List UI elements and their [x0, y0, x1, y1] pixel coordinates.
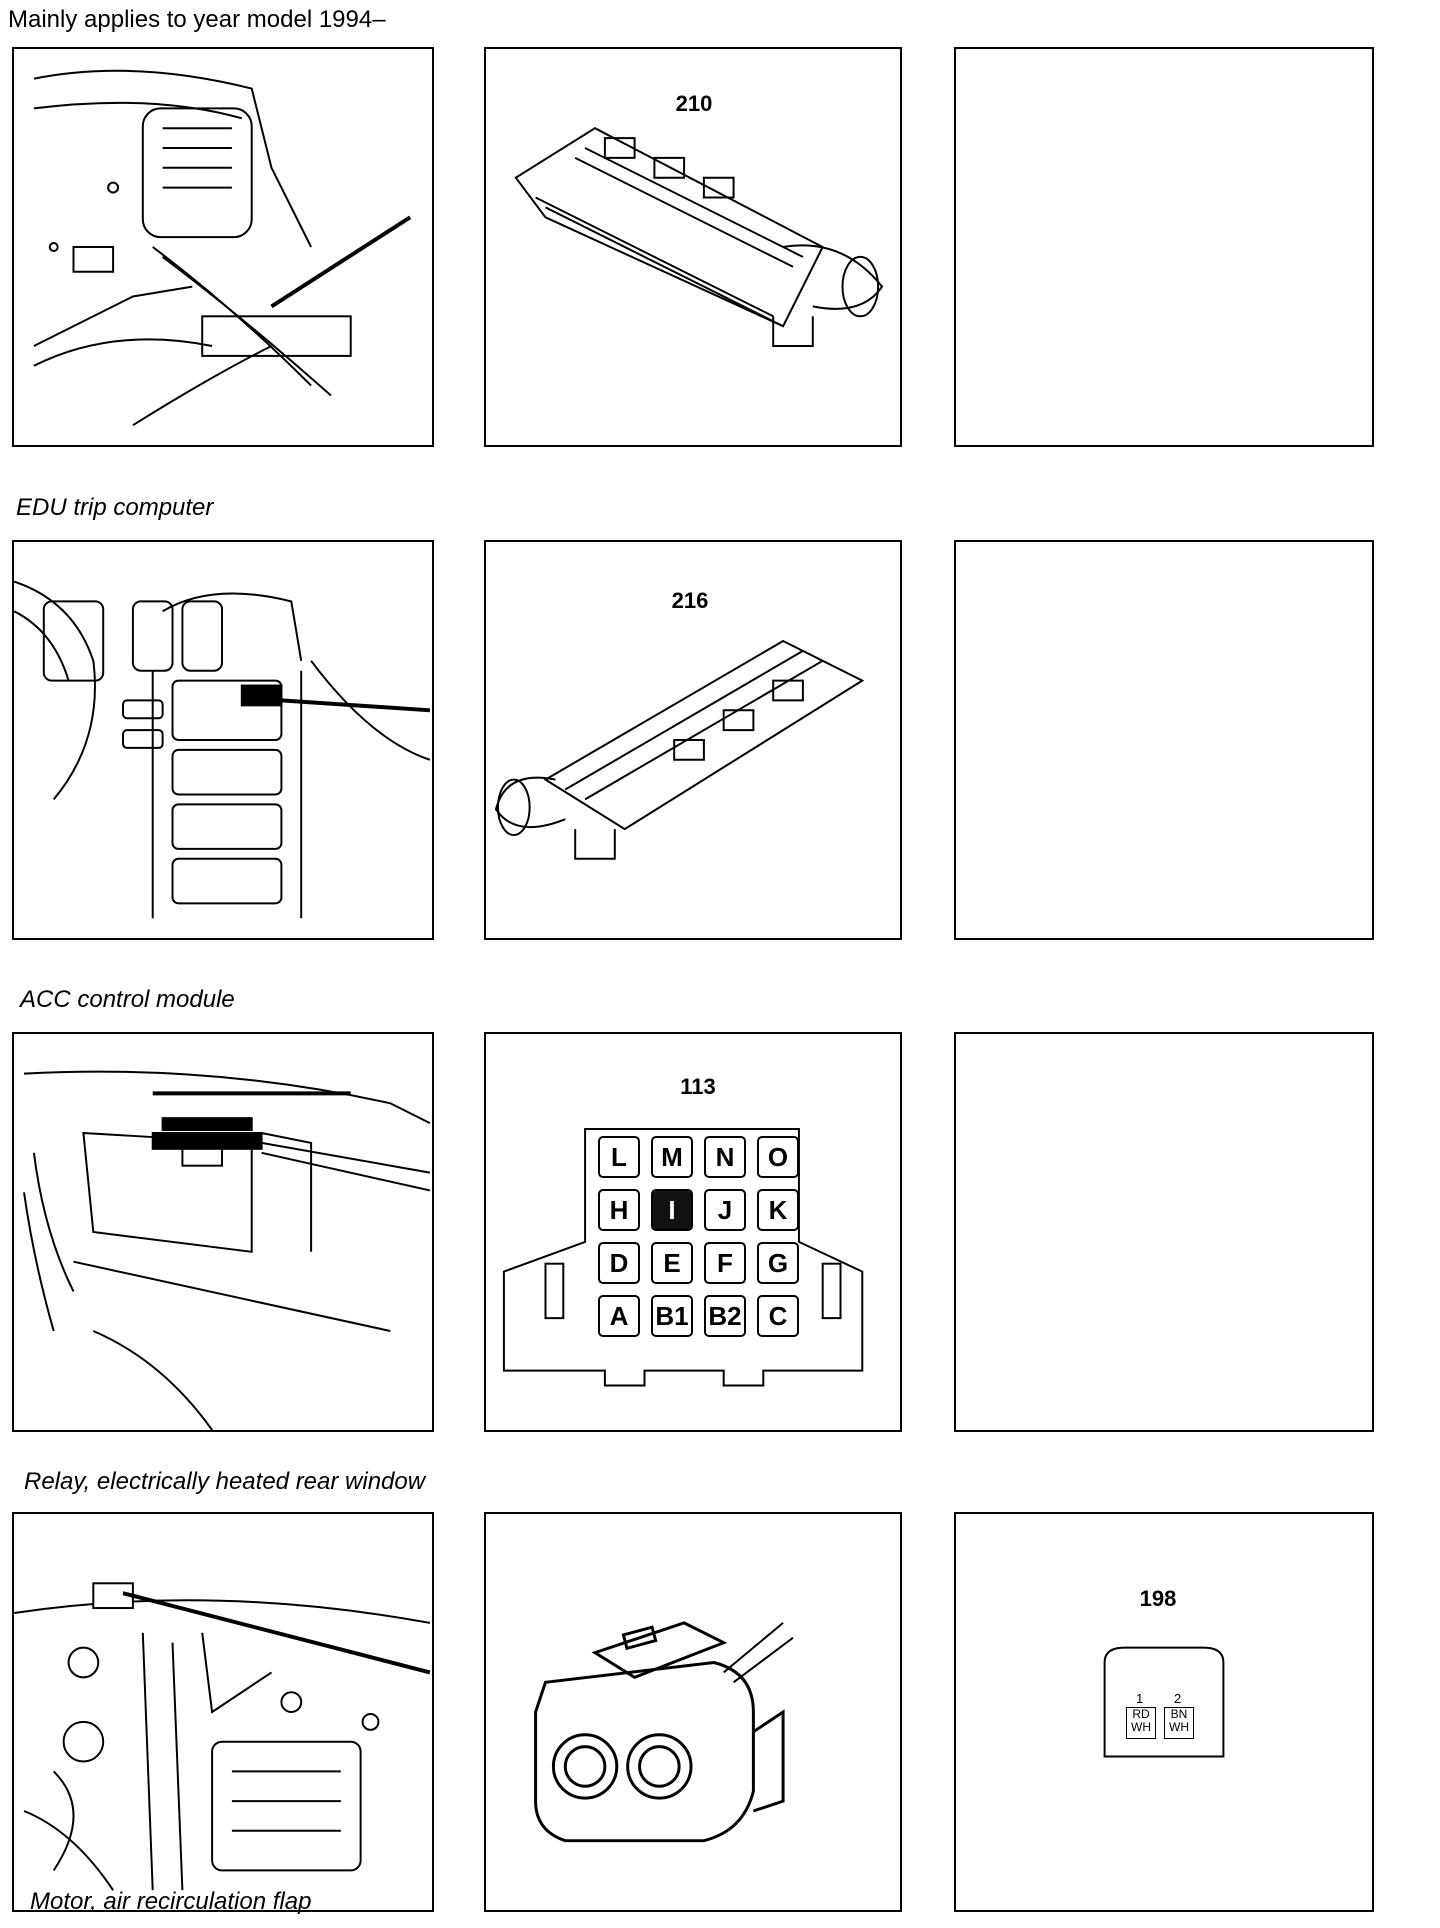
pin-h: H — [598, 1189, 640, 1231]
pin-k: K — [757, 1189, 799, 1231]
rear-window-relay-drawing — [14, 1582, 431, 1891]
pin-g: G — [757, 1242, 799, 1284]
pin-1-wire-colors: RD WH — [1126, 1707, 1156, 1739]
pin-a: A — [598, 1295, 640, 1337]
connector-panel-4 — [484, 1512, 902, 1912]
pin-d: D — [598, 1242, 640, 1284]
section-caption-4: Relay, electrically heated rear window — [24, 1468, 426, 1495]
location-illustration-3 — [12, 1032, 434, 1432]
connector-number-198: 198 — [1139, 1586, 1177, 1611]
pin-o: O — [757, 1136, 799, 1178]
blank-panel-3 — [954, 1032, 1374, 1432]
edu-dashboard-drawing — [14, 580, 431, 919]
pin-2-wire-colors: BN WH — [1164, 1707, 1194, 1739]
pin-j: J — [704, 1189, 746, 1231]
pin-l: L — [598, 1136, 640, 1178]
section-caption-3: ACC control module — [20, 986, 235, 1013]
connector-216-drawing — [494, 639, 865, 860]
pin-f: F — [704, 1242, 746, 1284]
connector-198-housing — [1103, 1646, 1225, 1758]
pin-b2: B2 — [704, 1295, 746, 1337]
section-caption-5: Motor, air recirculation flap — [30, 1888, 312, 1915]
connector-210-drawing — [514, 127, 884, 347]
connector-panel-1: 210 — [484, 47, 902, 447]
connector-number-210: 210 — [675, 91, 713, 116]
two-pin-connector-drawing — [534, 1621, 794, 1843]
pin-number-2: 2 — [1174, 1691, 1182, 1706]
pin-i: I — [651, 1189, 693, 1231]
section-caption-1: Mainly applies to year model 1994– — [8, 6, 386, 33]
pin-number-1: 1 — [1136, 1691, 1144, 1706]
pin-e: E — [651, 1242, 693, 1284]
dashboard-wiring-drawing — [33, 69, 412, 427]
connector-panel-5: 198 1 2 RD WH BN WH — [954, 1512, 1374, 1912]
location-illustration-4 — [12, 1512, 434, 1912]
section-caption-2: EDU trip computer — [16, 494, 214, 521]
pin-c: C — [757, 1295, 799, 1337]
connector-113-housing — [502, 1128, 864, 1387]
pin-b1: B1 — [651, 1295, 693, 1337]
connector-panel-2: 216 — [484, 540, 902, 940]
connector-number-113: 113 — [680, 1074, 716, 1099]
location-illustration-2 — [12, 540, 434, 940]
acc-dashboard-drawing — [23, 1070, 431, 1430]
connector-number-216: 216 — [671, 588, 709, 613]
blank-panel-1 — [954, 47, 1374, 447]
blank-panel-2 — [954, 540, 1374, 940]
pin-n: N — [704, 1136, 746, 1178]
pin-m: M — [651, 1136, 693, 1178]
location-illustration-1 — [12, 47, 434, 447]
